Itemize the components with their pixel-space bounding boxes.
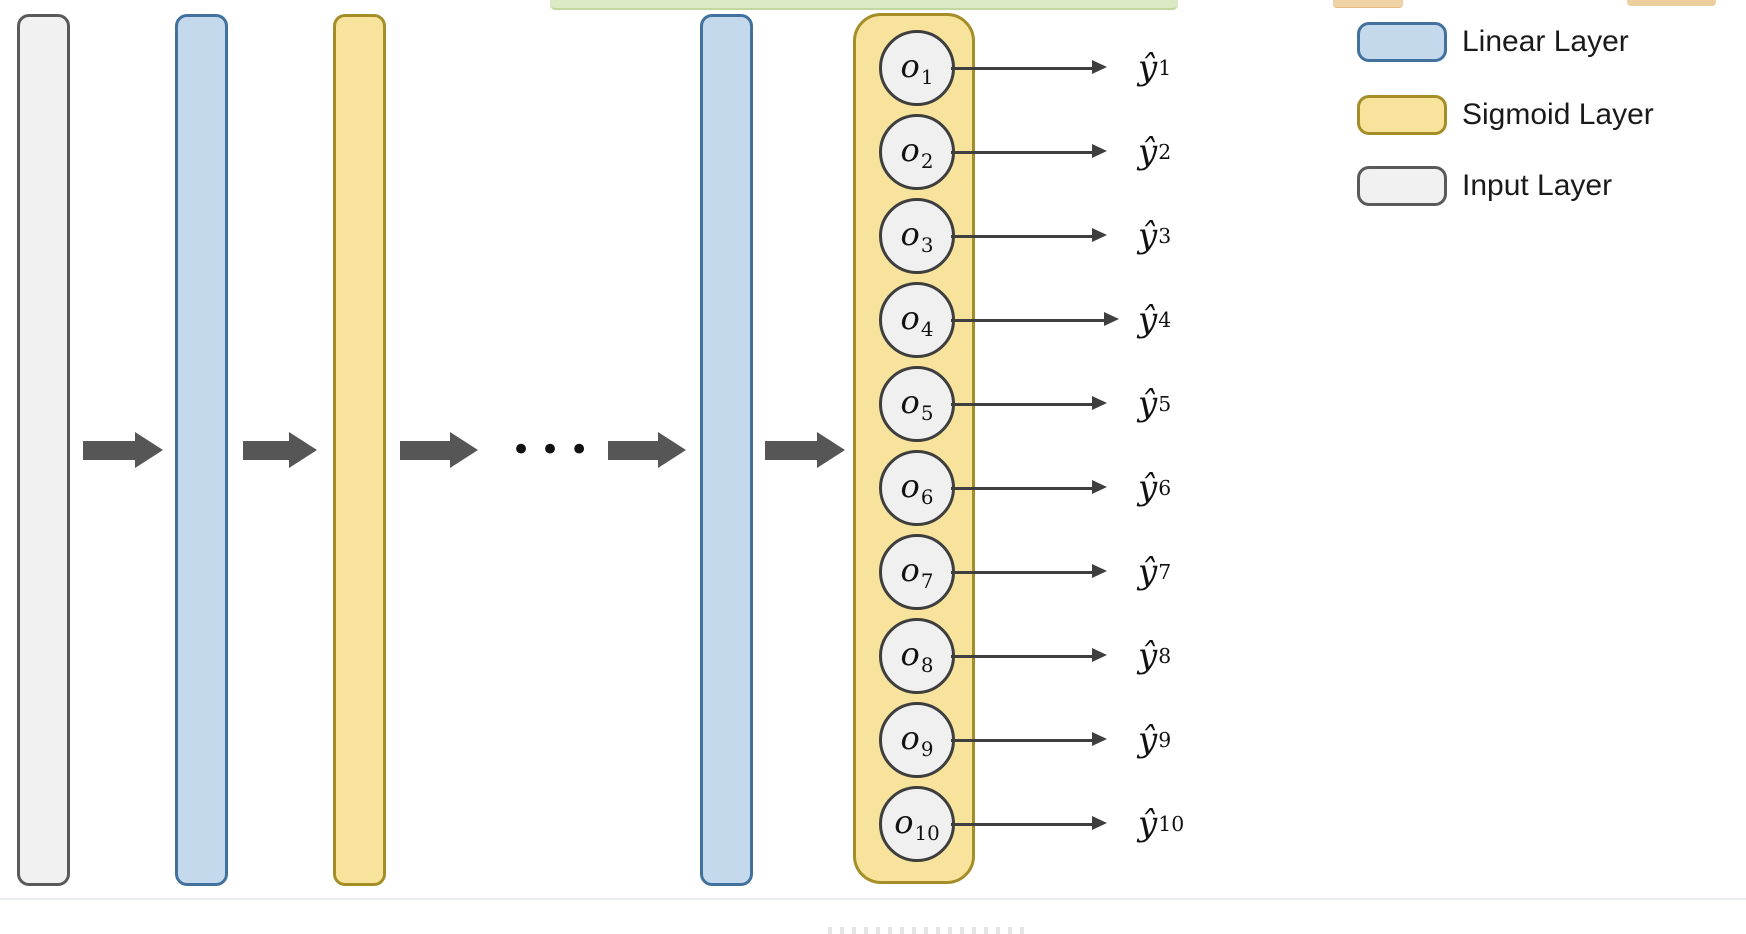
- output-arrow-line: [951, 66, 1093, 70]
- node-label: o10: [894, 803, 940, 845]
- output-arrow-head-icon: [1092, 564, 1107, 578]
- output-node-o9: o9: [879, 702, 955, 778]
- output-arrow-line: [951, 234, 1093, 238]
- legend: Linear Layer Sigmoid Layer Input Layer: [1357, 22, 1654, 239]
- output-node-o5: o5: [879, 366, 955, 442]
- output-arrow-line: [951, 318, 1105, 322]
- output-arrow-line: [951, 150, 1093, 154]
- legend-swatch-linear-layer: [1357, 22, 1447, 62]
- arrow-shaft: [765, 440, 817, 460]
- cutoff-green-shape: [550, 0, 1178, 10]
- legend-swatch-input-layer: [1357, 166, 1447, 206]
- output-arrow-head-icon: [1092, 648, 1107, 662]
- linear-layer-bar-last: [700, 14, 753, 886]
- output-arrow-head-icon: [1092, 60, 1107, 74]
- arrow-head-icon: [289, 432, 317, 468]
- arrow-shaft: [608, 440, 658, 460]
- arrow-shaft: [400, 440, 450, 460]
- arrow-head-icon: [817, 432, 845, 468]
- output-node-o4: o4: [879, 282, 955, 358]
- legend-label: Input Layer: [1462, 169, 1613, 202]
- cutoff-tan-shape-right: [1627, 0, 1716, 6]
- output-arrow-line: [951, 486, 1093, 490]
- node-label: o2: [900, 131, 934, 173]
- arrow-shaft: [243, 440, 289, 460]
- output-arrow-head-icon: [1104, 312, 1119, 326]
- output-arrow-head-icon: [1092, 816, 1107, 830]
- output-arrow-head-icon: [1092, 144, 1107, 158]
- legend-item-sigmoid-layer: Sigmoid Layer: [1357, 95, 1654, 135]
- flow-arrow-2: [243, 432, 317, 468]
- output-node-o10: o10: [879, 786, 955, 862]
- output-arrow-head-icon: [1092, 732, 1107, 746]
- legend-label: Sigmoid Layer: [1462, 98, 1654, 131]
- output-arrow-line: [951, 822, 1093, 826]
- legend-item-linear-layer: Linear Layer: [1357, 22, 1654, 62]
- node-label: o8: [900, 635, 934, 677]
- output-arrow-line: [951, 654, 1093, 658]
- output-node-o6: o6: [879, 450, 955, 526]
- output-arrow-head-icon: [1092, 396, 1107, 410]
- node-label: o7: [900, 551, 934, 593]
- sigmoid-layer-bar-1: [333, 14, 386, 886]
- bottom-divider-line: [0, 898, 1746, 900]
- output-arrow-line: [951, 570, 1093, 574]
- ellipsis-dots: •••: [511, 430, 599, 470]
- legend-swatch-sigmoid-layer: [1357, 95, 1447, 135]
- flow-arrow-1: [83, 432, 163, 468]
- output-arrow-line: [951, 738, 1093, 742]
- cutoff-tan-shape-left: [1333, 0, 1403, 8]
- node-label: o3: [900, 215, 934, 257]
- flow-arrow-5: [765, 432, 845, 468]
- output-arrow-head-icon: [1092, 228, 1107, 242]
- input-layer-bar: [17, 14, 70, 886]
- legend-item-input-layer: Input Layer: [1357, 166, 1654, 206]
- node-label: o1: [900, 47, 934, 89]
- node-label: o6: [900, 467, 934, 509]
- linear-layer-bar-1: [175, 14, 228, 886]
- output-node-o3: o3: [879, 198, 955, 274]
- legend-label: Linear Layer: [1462, 25, 1629, 58]
- output-node-o1: o1: [879, 30, 955, 106]
- cutoff-caption-remnant: [828, 927, 1024, 934]
- output-arrow-line: [951, 402, 1093, 406]
- arrow-head-icon: [658, 432, 686, 468]
- flow-arrow-3: [400, 432, 478, 468]
- output-node-o8: o8: [879, 618, 955, 694]
- arrow-shaft: [83, 440, 135, 460]
- arrow-head-icon: [135, 432, 163, 468]
- node-label: o5: [900, 383, 934, 425]
- node-label: o9: [900, 719, 934, 761]
- output-arrow-head-icon: [1092, 480, 1107, 494]
- output-node-o2: o2: [879, 114, 955, 190]
- flow-arrow-4: [608, 432, 686, 468]
- output-node-o7: o7: [879, 534, 955, 610]
- node-label: o4: [900, 299, 934, 341]
- arrow-head-icon: [450, 432, 478, 468]
